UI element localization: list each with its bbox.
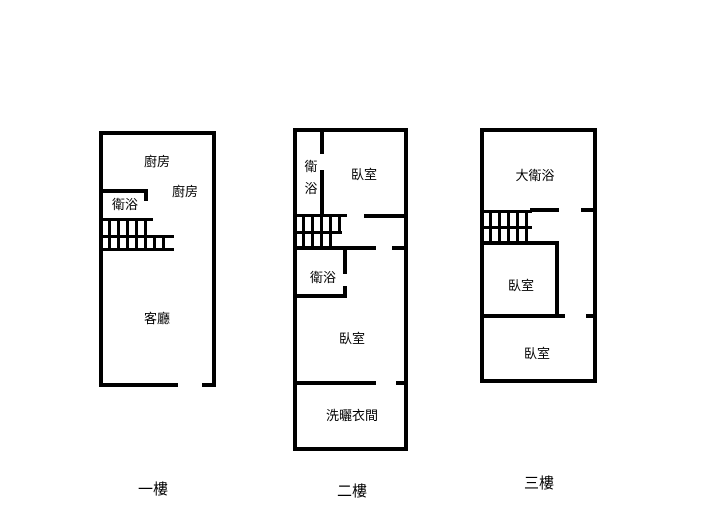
floor-1-title: 一樓: [138, 480, 168, 498]
floor-1-stairs: [103, 218, 174, 251]
floor-3-plan: 大衛浴 臥室 臥室 三樓: [480, 128, 597, 492]
floor-3-title: 三樓: [524, 474, 554, 492]
room-label-bath-top-1: 衛: [304, 160, 317, 175]
room-label-bath-mid: 衛浴: [310, 271, 336, 286]
floor-2-plan: 衛 浴 臥室 衛浴 臥室 洗曬衣間 二樓: [293, 128, 408, 500]
room-label-bedroom-mid: 臥室: [508, 278, 534, 294]
room-label-bedroom-top: 臥室: [351, 167, 377, 183]
room-label-bath-top-2: 浴: [304, 182, 317, 197]
floor-2-stairs: [297, 214, 347, 248]
room-label-bath: 衛浴: [112, 198, 138, 213]
room-label-laundry: 洗曬衣間: [326, 408, 378, 424]
floor-1-plan: 廚房 廚房 衛浴 客廳 一樓: [99, 131, 216, 498]
floor-3-walls: [480, 128, 597, 383]
room-label-kitchen-b: 廚房: [172, 184, 198, 200]
floor-2-title: 二樓: [337, 482, 367, 500]
floor-3-stairs: [484, 210, 532, 243]
room-label-kitchen-a: 廚房: [144, 154, 170, 170]
floor-2-walls: [293, 128, 408, 451]
room-label-living: 客廳: [144, 311, 170, 327]
room-label-master-bath: 大衛浴: [515, 169, 554, 184]
room-label-bedroom-bottom: 臥室: [524, 346, 550, 362]
room-label-bedroom-mid: 臥室: [339, 331, 365, 347]
floor-1-walls: [99, 131, 216, 387]
